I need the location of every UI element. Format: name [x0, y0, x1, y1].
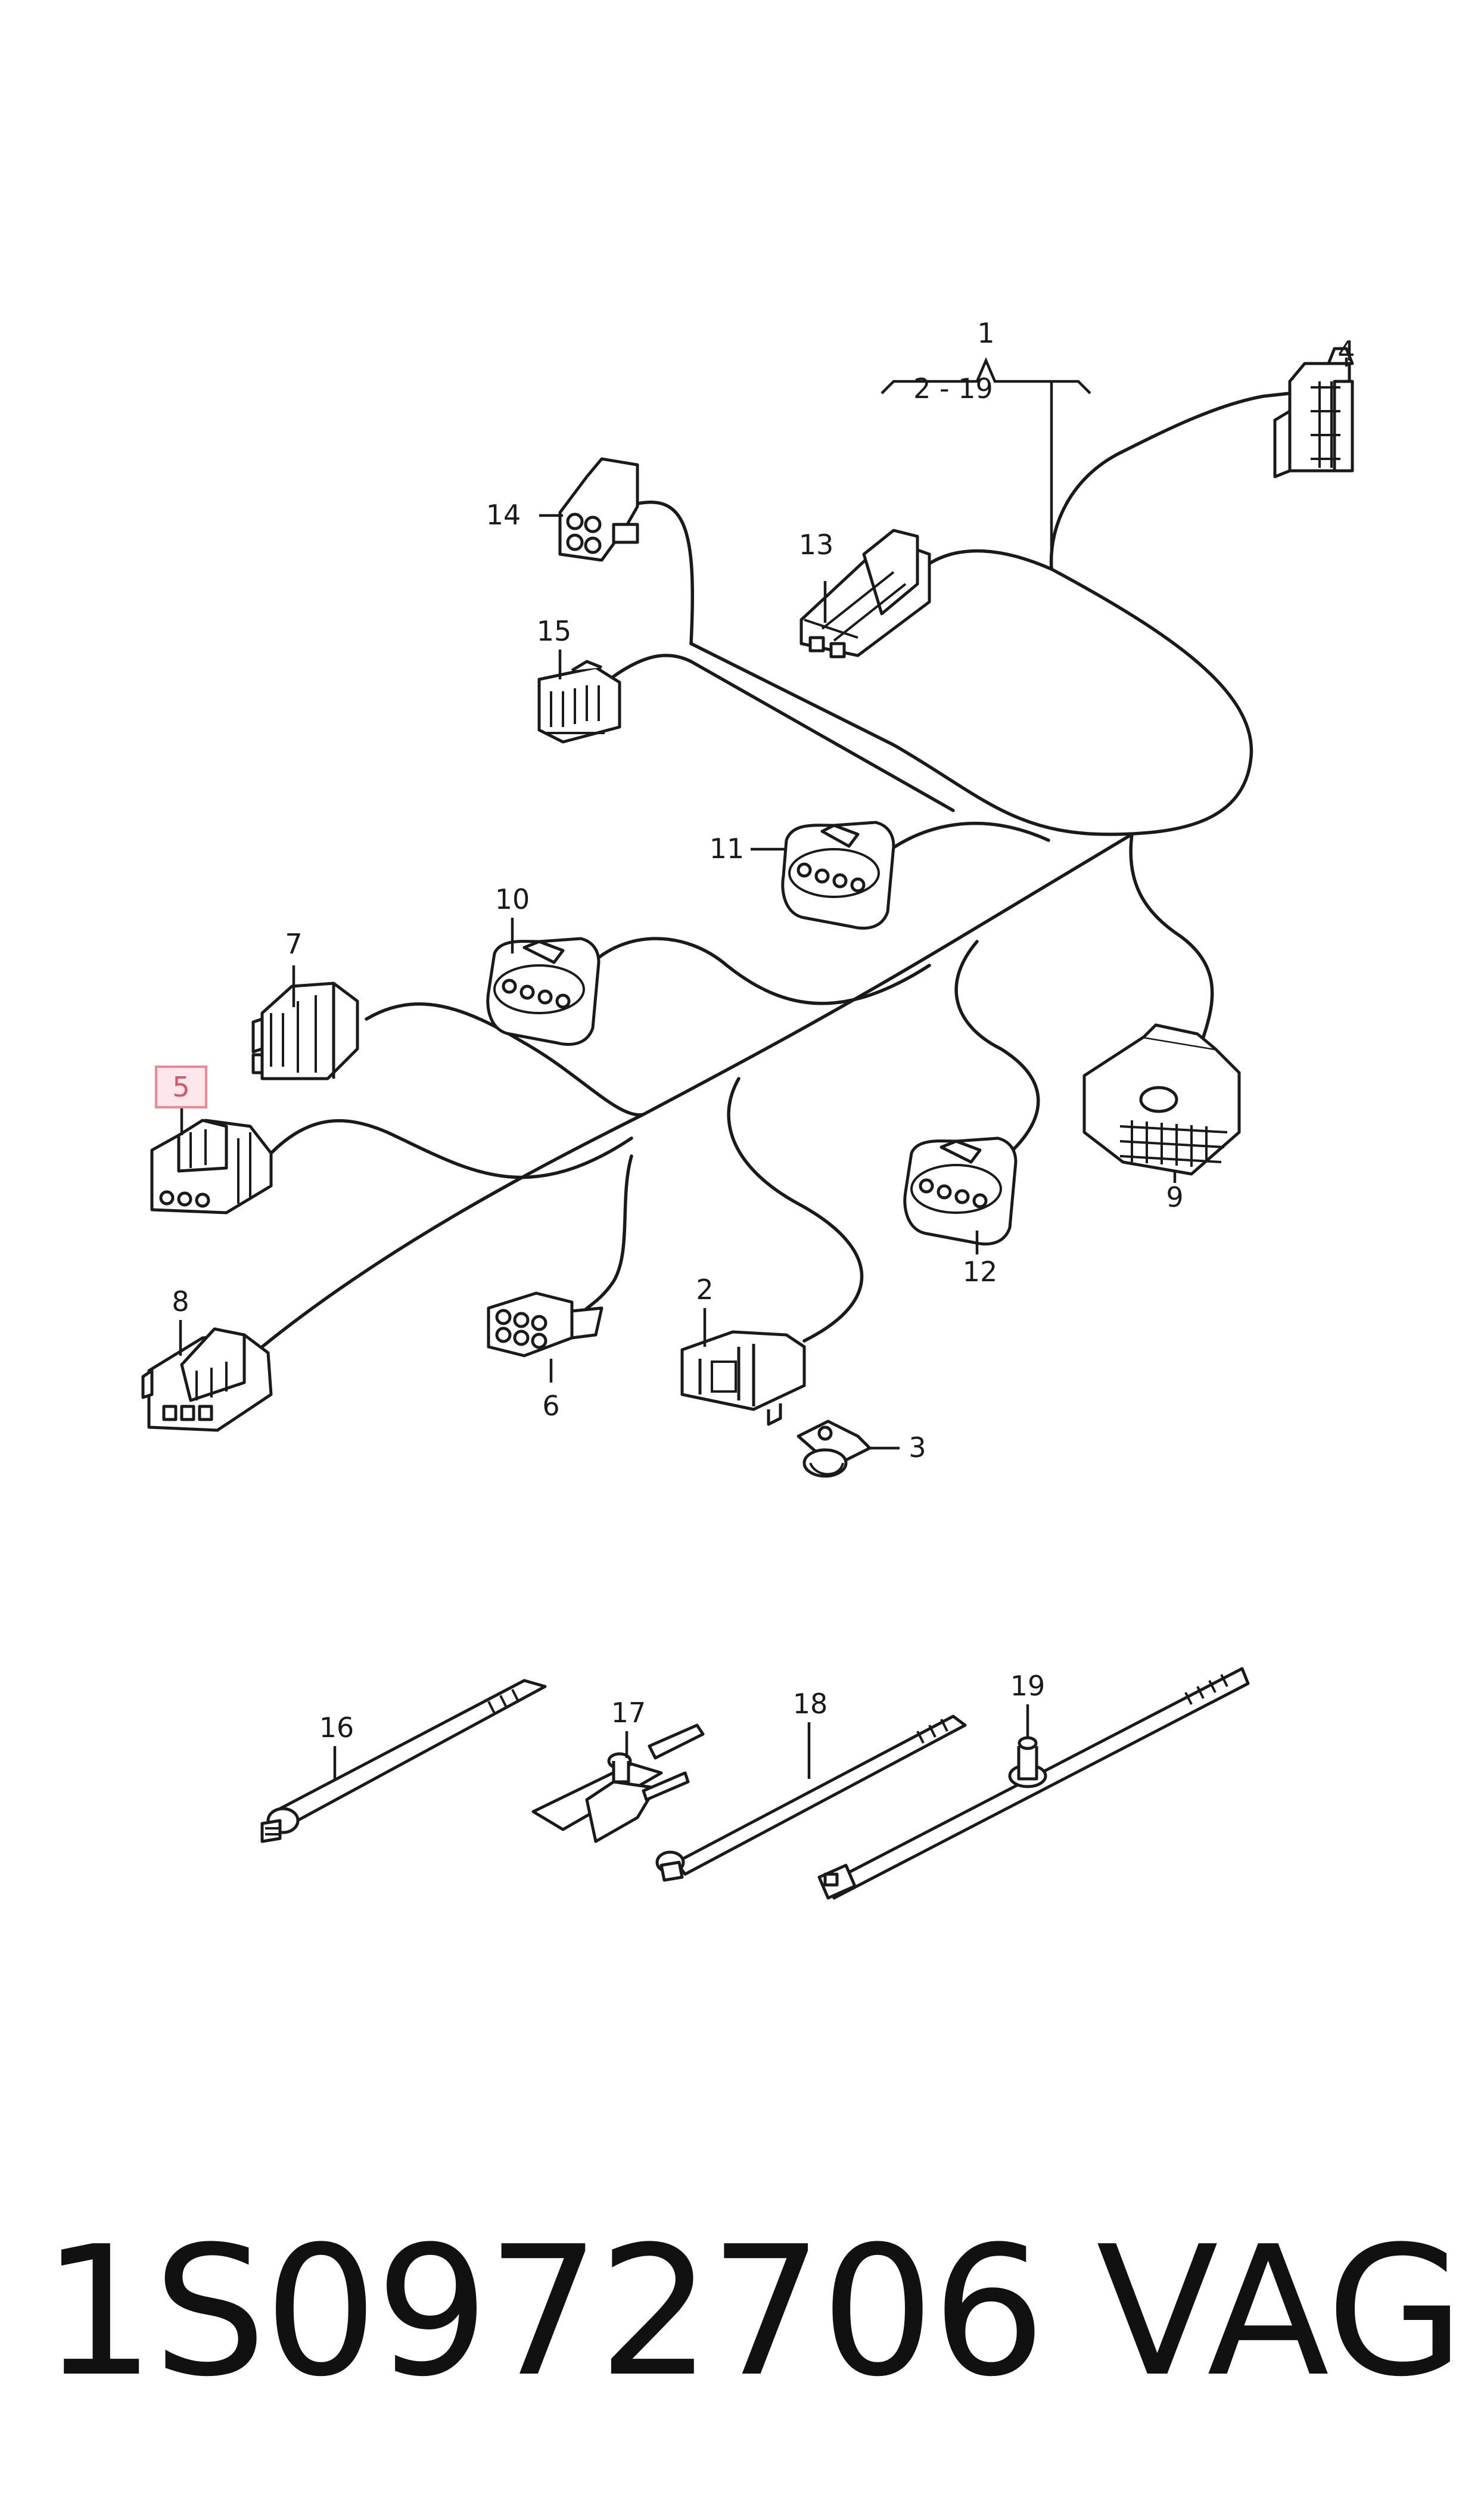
leader-lines — [179, 357, 1348, 1779]
callout-9: 9 — [1166, 1181, 1183, 1213]
callout-7: 7 — [285, 928, 302, 960]
connector-11[interactable] — [781, 821, 895, 930]
harness-wires — [260, 392, 1292, 1349]
callout-6: 6 — [542, 1390, 559, 1422]
connector-8[interactable] — [141, 1327, 273, 1432]
connector-10[interactable] — [486, 937, 601, 1046]
cable-tie-19[interactable] — [817, 1667, 1250, 1900]
callout-16: 16 — [319, 1712, 354, 1744]
callout-8: 8 — [172, 1285, 189, 1318]
connector-7[interactable] — [251, 981, 359, 1080]
callout-5: 5 — [172, 1071, 189, 1103]
callout-11: 11 — [710, 833, 745, 865]
brand-label: VAG — [1096, 2208, 1465, 2416]
callout-14: 14 — [486, 499, 521, 531]
callout-5-highlight[interactable]: 5 — [155, 1066, 207, 1108]
cable-tie-18[interactable] — [655, 1714, 967, 1882]
clip-17[interactable] — [531, 1723, 705, 1843]
callout-10: 10 — [495, 883, 530, 915]
connector-14[interactable] — [558, 457, 639, 562]
part-number: 1S0972706 — [42, 2208, 1046, 2416]
callout-5-box — [155, 1066, 207, 1108]
callout-labels: 1 2 - 19 4 13 14 15 11 10 7 5 8 6 2 3 12… — [155, 317, 1355, 1744]
callout-1: 1 — [977, 317, 994, 349]
callout-1-range: 2 - 19 — [913, 372, 993, 405]
cable-tie-16[interactable] — [260, 1679, 547, 1843]
callout-15: 15 — [537, 615, 572, 647]
callout-13: 13 — [799, 529, 834, 561]
callout-18: 18 — [793, 1688, 828, 1720]
connector-13[interactable] — [799, 529, 931, 659]
callout-4: 4 — [1337, 335, 1355, 367]
callout-19: 19 — [1010, 1670, 1046, 1702]
connector-4[interactable] — [1273, 347, 1354, 479]
callout-2: 2 — [696, 1274, 713, 1306]
connector-5[interactable] — [150, 1119, 273, 1215]
callout-12: 12 — [963, 1256, 998, 1288]
connector-9[interactable] — [1082, 1023, 1241, 1176]
connector-2[interactable] — [680, 1330, 806, 1426]
callout-17: 17 — [611, 1697, 646, 1729]
clip-3[interactable] — [797, 1420, 872, 1478]
callout-3: 3 — [909, 1431, 926, 1464]
connector-12[interactable] — [903, 1136, 1018, 1245]
connector-6[interactable] — [487, 1291, 603, 1358]
connector-15[interactable] — [537, 660, 621, 744]
